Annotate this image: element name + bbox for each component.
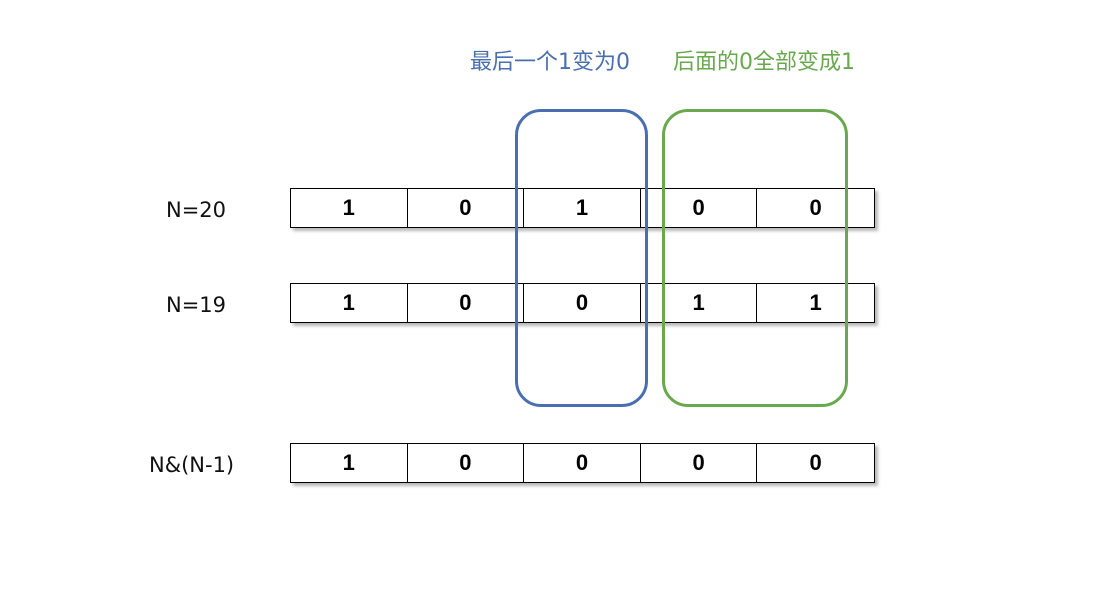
annotation-last-one-to-zero: 最后一个1变为0 — [470, 50, 630, 75]
row-label-n19: N=19 — [166, 293, 227, 317]
bit-row-n-and-n-minus-1: 1 0 0 0 0 — [290, 443, 875, 483]
bit-cell: 0 — [408, 444, 525, 482]
bit-cell: 0 — [641, 189, 758, 227]
bit-cell: 0 — [809, 450, 822, 475]
bit-cell: 0 — [641, 444, 758, 482]
annotation-trailing-zeros-to-one: 后面的0全部变成1 — [673, 50, 855, 75]
bit-cell: 1 — [809, 290, 822, 315]
highlight-trailing-zero-columns — [662, 109, 848, 407]
bit-cell: 1 — [524, 189, 641, 227]
row-label-n20: N=20 — [166, 198, 227, 222]
bit-cell: 0 — [524, 284, 641, 322]
row-label-n-and-n-minus-1: N&(N-1) — [149, 453, 235, 477]
bit-cell: 0 — [809, 195, 822, 220]
bit-cell: 0 — [524, 444, 641, 482]
bit-cell: 1 — [291, 444, 408, 482]
bit-row-n19: 1 0 0 1 1 — [290, 283, 875, 323]
bit-cell: 1 — [291, 284, 408, 322]
bit-row-n20: 1 0 1 0 0 — [290, 188, 875, 228]
bit-cell: 0 — [408, 284, 525, 322]
bit-cell: 1 — [641, 284, 758, 322]
highlight-last-one-column — [515, 109, 648, 407]
bit-cell: 1 — [291, 189, 408, 227]
bit-cell: 0 — [408, 189, 525, 227]
